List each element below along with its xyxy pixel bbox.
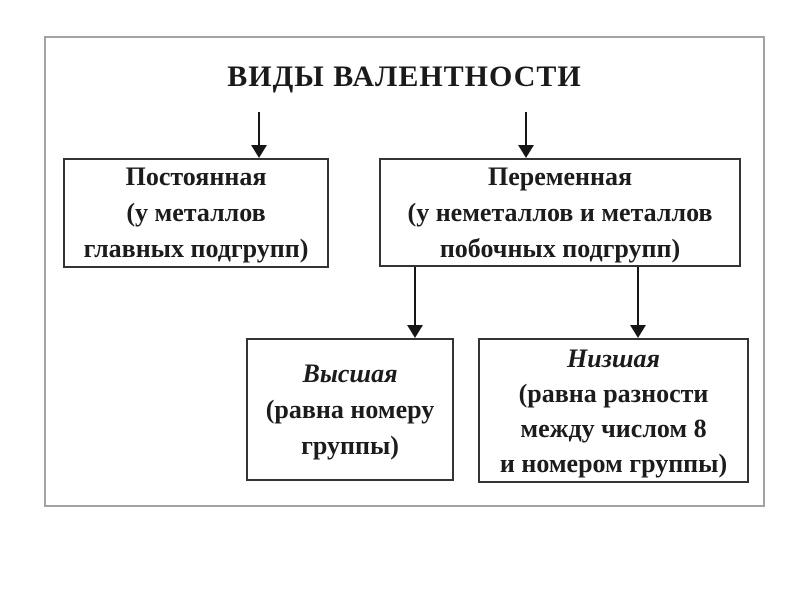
- arrow-down-icon: [630, 325, 646, 338]
- box-variable-valence: Переменная (у неметаллов и металлов побо…: [379, 158, 741, 267]
- box-line: группы): [301, 430, 399, 460]
- connector-variable-to-lowest: [630, 267, 646, 338]
- box-line: (у неметаллов и металлов: [407, 197, 713, 227]
- arrow-shaft: [525, 112, 527, 145]
- box-line: и номером группы): [499, 448, 728, 478]
- box-line: главных подгрупп): [83, 234, 309, 263]
- box-lowest-valence: Низшая (равна разности между числом 8 и …: [478, 338, 749, 483]
- connector-variable-to-highest: [407, 267, 423, 338]
- box-line: Высшая: [302, 358, 398, 388]
- box-constant-valence: Постоянная (у металлов главных подгрупп): [63, 158, 329, 268]
- arrow-down-icon: [251, 145, 267, 158]
- box-highest-valence: Высшая (равна номеру группы): [246, 338, 454, 481]
- arrow-down-icon: [407, 325, 423, 338]
- box-line: Низшая: [567, 343, 660, 373]
- connector-title-to-variable: [518, 112, 534, 158]
- box-line: (равна разности: [518, 378, 709, 408]
- box-line: побочных подгрупп): [439, 233, 681, 263]
- arrow-shaft: [258, 112, 260, 145]
- arrow-shaft: [637, 267, 639, 325]
- box-line: (равна номеру: [265, 394, 435, 424]
- arrow-down-icon: [518, 145, 534, 158]
- arrow-shaft: [414, 267, 416, 325]
- box-line: между числом 8: [520, 413, 707, 443]
- connector-title-to-constant: [251, 112, 267, 158]
- box-line: Переменная: [487, 161, 633, 191]
- diagram-title: ВИДЫ ВАЛЕНТНОСТИ: [227, 60, 582, 93]
- box-line: Постоянная: [125, 162, 267, 191]
- box-line: (у металлов: [126, 198, 266, 227]
